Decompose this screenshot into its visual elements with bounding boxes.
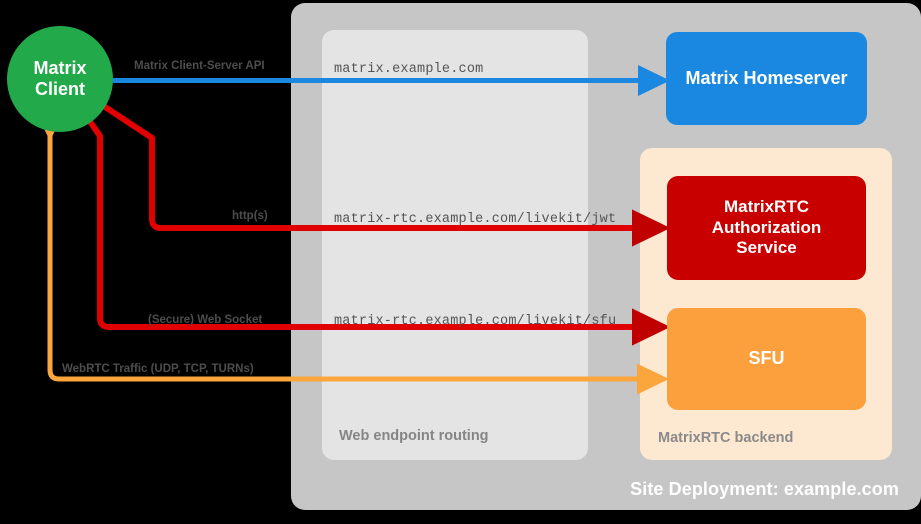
node-matrix-client-label-line2: Client [34, 79, 85, 99]
node-matrix-homeserver: Matrix Homeserver [666, 32, 867, 125]
web-endpoint-routing-label: Web endpoint routing [339, 428, 489, 444]
protocol-label-websocket: (Secure) Web Socket [148, 314, 263, 326]
matrixrtc-backend-label: MatrixRTC backend [658, 430, 794, 446]
site-deployment-label: Site Deployment: example.com [630, 479, 899, 499]
node-sfu-label: SFU [748, 348, 785, 369]
protocol-label-http: http(s) [232, 210, 268, 222]
endpoint-url-livekit-sfu: matrix-rtc.example.com/livekit/sfu [334, 314, 617, 329]
endpoint-url-matrix: matrix.example.com [334, 62, 484, 77]
protocol-label-cs-api: Matrix Client-Server API [134, 60, 265, 72]
node-sfu: SFU [667, 308, 866, 410]
connection-http-jwt [60, 68, 671, 247]
node-auth-label-line2: Authorization [711, 217, 822, 237]
node-matrix-client: Matrix Client [7, 26, 113, 132]
node-matrixrtc-authorization-service: MatrixRTC Authorization Service [667, 176, 866, 280]
endpoint-url-livekit-jwt: matrix-rtc.example.com/livekit/jwt [334, 212, 617, 227]
node-auth-label-line3: Service [736, 238, 797, 258]
connection-webrtc-sfu [34, 109, 669, 395]
protocol-label-webrtc: WebRTC Traffic (UDP, TCP, TURNs) [62, 363, 254, 375]
node-auth-label-line1: MatrixRTC [723, 197, 809, 217]
node-matrix-homeserver-label: Matrix Homeserver [685, 67, 848, 88]
node-matrix-client-label-line1: Matrix [33, 57, 87, 78]
